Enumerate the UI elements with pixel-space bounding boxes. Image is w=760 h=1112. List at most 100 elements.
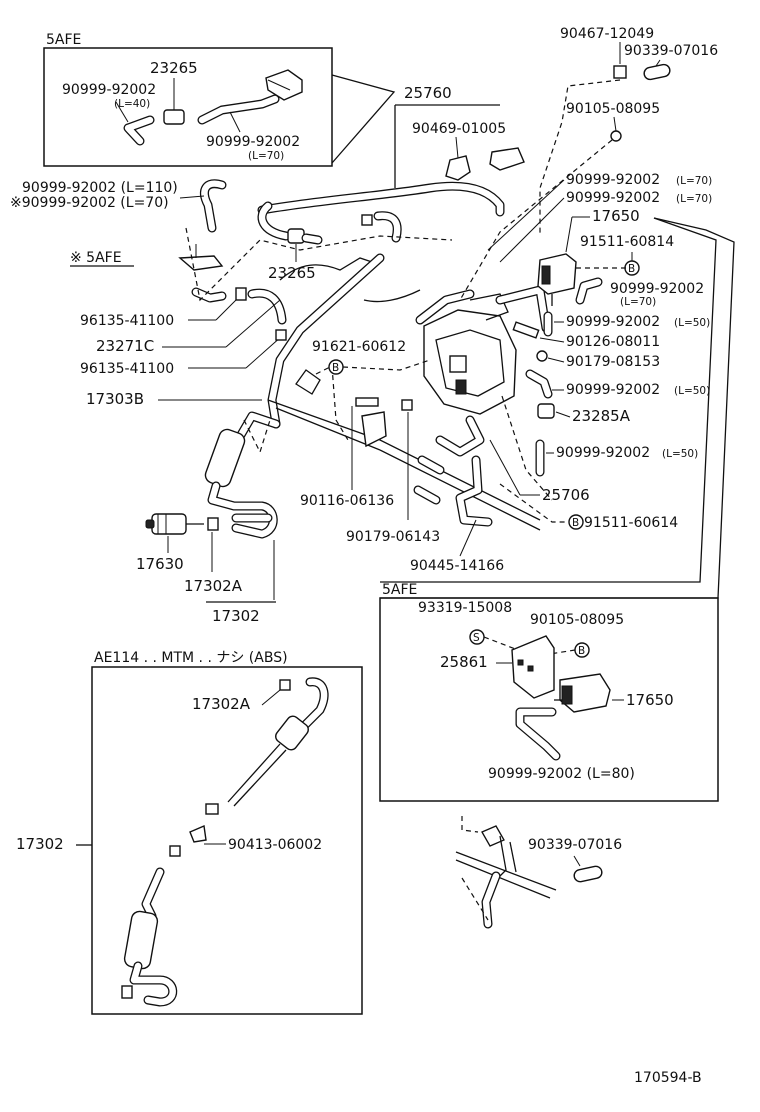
clamp-icon	[445, 155, 471, 181]
label-90999-92002: 90999-92002	[62, 82, 156, 98]
label-90445-14166: 90445-14166	[410, 558, 504, 574]
label-17302: 17302	[212, 607, 260, 625]
check-valve-icon	[537, 403, 555, 419]
inset-variant-label: 5AFE	[46, 32, 81, 48]
label-90999-92002: 90999-92002	[610, 281, 704, 297]
clip-icon	[279, 679, 291, 691]
label-90105-08095: 90105-08095	[566, 101, 660, 117]
bracket-icon	[361, 411, 387, 448]
label-23285a: 23285A	[572, 407, 631, 425]
label-90105-08095: 90105-08095	[530, 612, 624, 628]
clip-icon	[121, 985, 133, 999]
label-90999-92002-star: ※90999-92002 (L=70)	[10, 195, 169, 211]
canister-icon	[204, 428, 246, 488]
bolt-symbol-icon	[568, 514, 584, 530]
label-90126-08011: 90126-08011	[566, 334, 660, 350]
stud-icon	[512, 321, 540, 339]
nut-icon	[536, 350, 548, 362]
label-90467-12049: 90467-12049	[560, 26, 654, 42]
label-length: (L=70)	[676, 193, 712, 205]
connector-icon	[189, 824, 207, 843]
inset-variant-label: AE114 . . MTM . . ナシ (ABS)	[94, 650, 288, 666]
label-25861: 25861	[440, 653, 488, 671]
label-96135-41100: 96135-41100	[80, 361, 174, 377]
clip-icon	[235, 287, 247, 301]
clip-icon	[361, 214, 373, 226]
label-17302: 17302	[16, 835, 64, 853]
filter-cap-icon	[265, 69, 303, 101]
label-91511-60614: 91511-60614	[584, 515, 678, 531]
screw-symbol-letter: S	[473, 632, 480, 644]
stud-bolt-icon	[355, 397, 379, 407]
plug-icon	[573, 865, 603, 883]
clip-icon	[205, 803, 219, 815]
label-23265: 23265	[268, 264, 316, 282]
detail-90339: 90339-07016	[455, 816, 622, 929]
label-90116-06136: 90116-06136	[300, 493, 394, 509]
bolt-symbol-letter: B	[628, 263, 635, 275]
vacuum-valve-icon	[178, 255, 224, 271]
label-25706: 25706	[542, 486, 590, 504]
label-17302a: 17302A	[192, 695, 251, 713]
filter-cap-icon	[489, 147, 525, 171]
label-17650: 17650	[626, 691, 674, 709]
check-valve-icon	[163, 109, 185, 125]
label-length: (L=50)	[662, 448, 698, 460]
label-length: (L=50)	[674, 317, 710, 329]
vsv-icon	[449, 355, 467, 373]
canister-icon	[275, 715, 309, 751]
label-17303b: 17303B	[86, 390, 144, 408]
label-90179-06143: 90179-06143	[346, 529, 440, 545]
inset-frame	[91, 666, 363, 1015]
right-callouts: 90467-12049 90339-07016 90105-08095 9099…	[380, 26, 735, 599]
label-length: (L=40)	[114, 98, 150, 110]
label-25760: 25760	[404, 84, 452, 102]
clip-icon	[207, 517, 219, 531]
label-90999-92002: 90999-92002	[206, 134, 300, 150]
label-length: (L=70)	[676, 175, 712, 187]
nut-icon	[401, 399, 413, 411]
label-90179-08153: 90179-08153	[566, 354, 660, 370]
vsv-valve-icon	[151, 513, 187, 535]
label-90413-06002: 90413-06002	[228, 837, 322, 853]
plug-icon	[643, 63, 671, 81]
inset-pointer	[331, 74, 396, 164]
label-90999-92002-l80: 90999-92002 (L=80)	[488, 766, 635, 782]
inset-frame	[379, 597, 719, 802]
label-90999-92002: 90999-92002	[556, 445, 650, 461]
main-assembly: 25760 90469-01005 90999-92002 (L=110) ※9…	[10, 84, 551, 625]
bolt-symbol-letter: B	[578, 645, 585, 657]
inset-variant-label: 5AFE	[382, 582, 417, 598]
label-90469-01005: 90469-01005	[412, 121, 506, 137]
bolt-icon	[610, 130, 622, 142]
label-17302a: 17302A	[184, 577, 243, 595]
label-17650: 17650	[592, 207, 640, 225]
label-17630: 17630	[136, 555, 184, 573]
label-90999-92002: 90999-92002	[566, 314, 660, 330]
label-90999-92002: 90999-92002 (L=110)	[22, 180, 178, 196]
label-90339-07016: 90339-07016	[528, 837, 622, 853]
inset-5afe-right: 5AFE 93319-15008 90105-08095 S B 25861 1…	[379, 582, 719, 802]
label-96135-41100: 96135-41100	[80, 313, 174, 329]
inset-ae114-abs: AE114 . . MTM . . ナシ (ABS) 17302A 90413-…	[16, 650, 363, 1015]
inset-frame	[43, 47, 333, 167]
star-variant-label: ※ 5AFE	[70, 250, 122, 266]
check-valve-icon	[287, 228, 305, 244]
inset-5afe-top-left: 5AFE 23265 90999-92002 (L=40) 90999-9200…	[43, 32, 396, 167]
label-length: (L=70)	[248, 150, 284, 162]
clip-icon	[275, 329, 287, 341]
label-91511-60814: 91511-60814	[580, 234, 674, 250]
bolt-symbol-letter: B	[572, 517, 579, 529]
label-length: (L=70)	[620, 296, 656, 308]
bolt-symbol-letter: B	[332, 362, 339, 374]
label-90999-92002: 90999-92002	[566, 190, 660, 206]
label-23271c: 23271C	[96, 337, 154, 355]
label-93319-15008: 93319-15008	[418, 600, 512, 616]
label-91621-60612: 91621-60612	[312, 339, 406, 355]
clamp-icon	[613, 65, 627, 79]
label-90999-92002: 90999-92002	[566, 382, 660, 398]
clip-icon	[169, 845, 181, 857]
label-90999-92002: 90999-92002	[566, 172, 660, 188]
label-23265: 23265	[150, 59, 198, 77]
